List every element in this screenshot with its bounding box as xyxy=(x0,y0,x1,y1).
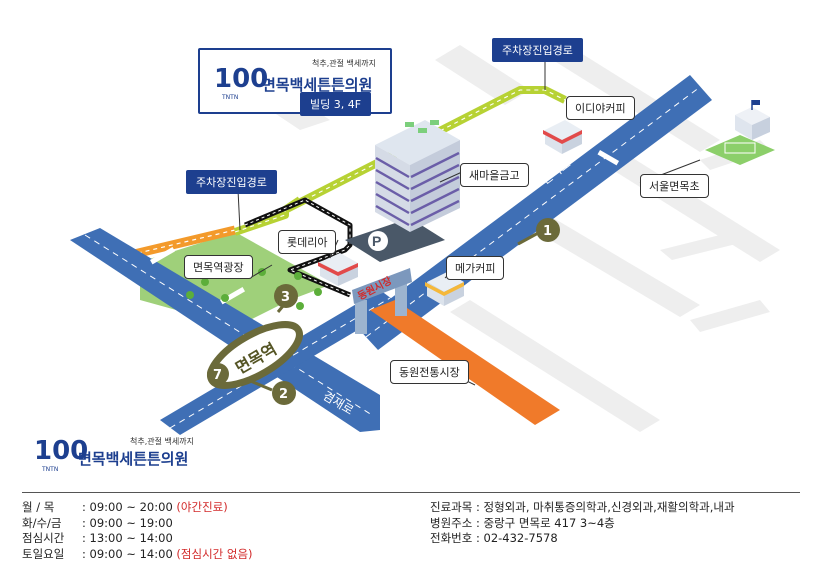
logo-mark: 100 xyxy=(214,64,269,94)
area-map: P xyxy=(70,40,780,435)
callout-saemaeul: 새마을금고 xyxy=(460,163,529,187)
phone-row: 전화번호 : 02-432-7578 xyxy=(430,531,558,545)
exit-1: 1 xyxy=(543,224,552,239)
exit-markers: 1 2 3 7 xyxy=(207,218,560,405)
callout-market: 동원전통시장 xyxy=(390,360,469,384)
footer-tagline: 척추,관절 백세까지 xyxy=(130,437,194,446)
parking-icon xyxy=(368,231,388,251)
header-logo: 100 TNTN 척추,관절 백세까지 면목백세튼튼의원 xyxy=(198,48,392,114)
floor-badge: 빌딩 3, 4F xyxy=(300,92,372,116)
hours-list: 월 / 목: 09:00 ~ 20:00 (야간진료) 화/수/금: 09:00… xyxy=(22,500,352,562)
clinic-tagline: 척추,관절 백세까지 xyxy=(312,59,376,68)
hours-row: 토일요일: 09:00 ~ 14:00 (점심시간 없음) xyxy=(22,546,253,561)
hours-row: 화/수/금: 09:00 ~ 19:00 xyxy=(22,515,173,530)
callout-school: 서울면목초 xyxy=(640,174,709,198)
footer-divider xyxy=(22,492,800,493)
exit-2: 2 xyxy=(279,387,288,402)
department-row: 진료과목 : 정형외과, 마취통증의학과,신경외과,재활의학과,내과 xyxy=(430,500,735,514)
callout-lotteria: 롯데리아 xyxy=(278,230,337,254)
school-icon xyxy=(705,100,775,165)
footer-logo-sub: TNTN xyxy=(42,466,59,473)
exit-1-icon xyxy=(536,218,560,242)
footer-logo-mark: 100 xyxy=(34,436,89,466)
clinic-info: 진료과목 : 정형외과, 마취통증의학과,신경외과,재활의학과,내과 병원주소 … xyxy=(430,500,810,547)
lotteria-shop-icon xyxy=(318,253,358,286)
exit-3: 3 xyxy=(281,290,290,305)
exit-7: 7 xyxy=(213,368,222,383)
parking-route-label-right: 주차장진입경로 xyxy=(492,38,583,62)
address-row: 병원주소 : 중랑구 면목로 417 3~4층 xyxy=(430,515,615,530)
hours-row: 월 / 목: 09:00 ~ 20:00 (야간진료) xyxy=(22,500,228,514)
callout-ediya: 이디야커피 xyxy=(566,96,635,120)
footer-clinic-name: 면목백세튼튼의원 xyxy=(78,450,189,468)
footer-logo: 100 TNTN 척추,관절 백세까지 면목백세튼튼의원 xyxy=(20,428,220,478)
market-gate xyxy=(352,268,412,334)
hours-row: 점심시간: 13:00 ~ 14:00 xyxy=(22,531,173,545)
callout-mega: 메가커피 xyxy=(446,256,505,280)
exit-7-icon xyxy=(207,363,229,385)
logo-sub: TNTN xyxy=(222,94,239,101)
exit-3-icon xyxy=(274,284,298,308)
clinic-name: 면목백세튼튼의원 xyxy=(262,76,373,94)
parking-lot xyxy=(345,218,445,262)
parking-sign: P xyxy=(372,233,381,249)
gyeomjae-road xyxy=(70,228,380,432)
clinic-building xyxy=(375,120,460,232)
parking-route-building xyxy=(244,197,353,298)
ediya-shop-icon xyxy=(543,120,582,154)
parking-route-label-left: 주차장진입경로 xyxy=(186,170,277,194)
exit-2-icon xyxy=(272,381,296,405)
callout-myeonmok-plaza: 면목역광장 xyxy=(184,255,253,279)
